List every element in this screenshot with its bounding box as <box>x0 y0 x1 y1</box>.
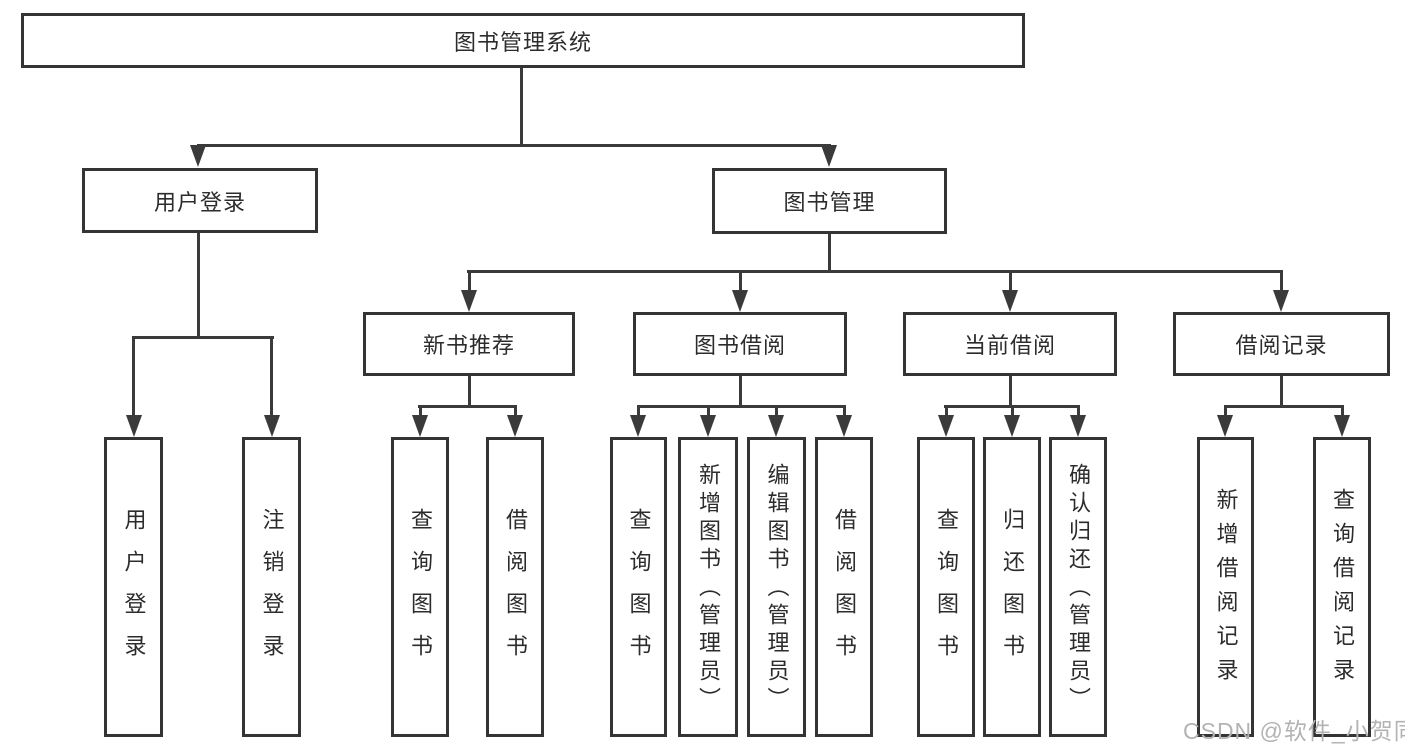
node-user-login: 用户登录 <box>82 168 318 233</box>
arrowhead-down-icon <box>1070 415 1086 437</box>
leaf-query-borrow-record: 查询借阅记录 <box>1313 437 1371 737</box>
connector-line <box>418 405 517 408</box>
leaf-confirm-return-admin-label: 确认归还（管理员） <box>1066 462 1091 715</box>
arrowhead-down-icon <box>821 145 837 167</box>
node-new-book-recommendation: 新书推荐 <box>363 312 575 376</box>
connector-line <box>1009 376 1012 408</box>
leaf-add-borrow-record: 新增借阅记录 <box>1197 437 1254 737</box>
arrowhead-down-icon <box>190 145 206 167</box>
leaf-borrow-books: 借阅图书 <box>815 437 873 737</box>
node-new-book-recommendation-label: 新书推荐 <box>422 333 515 358</box>
connector-line <box>1224 405 1227 416</box>
connector-line <box>1077 405 1080 416</box>
connector-line <box>514 405 517 416</box>
arrowhead-down-icon <box>461 290 477 312</box>
leaf-edit-book-admin: 编辑图书（管理员） <box>747 437 806 737</box>
connector-line <box>197 144 831 147</box>
leaf-add-book-admin: 新增图书（管理员） <box>678 437 738 737</box>
connector-line <box>1280 270 1283 293</box>
leaf-query-books-recommend: 查询图书 <box>391 437 449 737</box>
node-book-borrowing-label: 图书借阅 <box>693 333 786 358</box>
connector-line <box>739 270 742 293</box>
leaf-borrow-books-recommend: 借阅图书 <box>486 437 544 737</box>
arrowhead-down-icon <box>768 415 784 437</box>
leaf-query-books-borrowing-label: 查询图书 <box>626 508 652 676</box>
connector-line <box>775 405 778 416</box>
node-book-management-label: 图书管理 <box>783 190 876 215</box>
leaf-query-books-borrowing: 查询图书 <box>610 437 667 737</box>
connector-line <box>468 270 471 293</box>
connector-line <box>945 405 948 416</box>
node-current-borrowing-label: 当前借阅 <box>963 333 1056 358</box>
arrowhead-down-icon <box>732 290 748 312</box>
leaf-query-books-current: 查询图书 <box>917 437 975 737</box>
leaf-user-login-label: 用户登录 <box>121 508 147 676</box>
node-library-management-system: 图书管理系统 <box>21 13 1025 68</box>
connector-line <box>132 336 274 339</box>
node-book-management: 图书管理 <box>712 168 947 234</box>
arrowhead-down-icon <box>126 415 142 437</box>
connector-line <box>419 405 422 416</box>
connector-line <box>520 68 523 146</box>
leaf-logout: 注销登录 <box>242 437 301 737</box>
node-user-login-label: 用户登录 <box>153 189 246 215</box>
connector-line <box>637 405 846 408</box>
leaf-query-books-current-label: 查询图书 <box>934 508 959 676</box>
connector-line <box>637 405 640 416</box>
connector-line <box>1011 405 1014 416</box>
arrowhead-down-icon <box>1004 415 1020 437</box>
leaf-edit-book-admin-label: 编辑图书（管理员） <box>764 462 790 715</box>
connector-line <box>467 270 1283 273</box>
connector-line <box>270 336 273 416</box>
leaf-return-book: 归还图书 <box>983 437 1041 737</box>
arrowhead-down-icon <box>1002 290 1018 312</box>
arrowhead-down-icon <box>836 415 852 437</box>
arrowhead-down-icon <box>1334 415 1350 437</box>
leaf-return-book-label: 归还图书 <box>1000 508 1025 676</box>
node-borrowing-records-label: 借阅记录 <box>1235 333 1328 358</box>
connector-line <box>1341 405 1344 416</box>
connector-line <box>132 336 135 416</box>
node-library-management-system-label: 图书管理系统 <box>453 29 592 55</box>
arrowhead-down-icon <box>1217 415 1233 437</box>
node-borrowing-records: 借阅记录 <box>1173 312 1390 376</box>
node-current-borrowing: 当前借阅 <box>903 312 1117 376</box>
leaf-confirm-return-admin: 确认归还（管理员） <box>1049 437 1107 737</box>
arrowhead-down-icon <box>412 415 428 437</box>
leaf-borrow-books-label: 借阅图书 <box>832 508 857 676</box>
connector-line <box>1009 270 1012 293</box>
leaf-add-borrow-record-label: 新增借阅记录 <box>1213 488 1239 692</box>
leaf-user-login: 用户登录 <box>104 437 163 737</box>
leaf-borrow-books-recommend-label: 借阅图书 <box>503 508 528 676</box>
node-book-borrowing: 图书借阅 <box>633 312 847 376</box>
leaf-query-books-recommend-label: 查询图书 <box>408 508 433 676</box>
arrowhead-down-icon <box>507 415 523 437</box>
arrowhead-down-icon <box>630 415 646 437</box>
connector-line <box>468 376 471 408</box>
connector-line <box>707 405 710 416</box>
connector-line <box>739 376 742 408</box>
watermark: CSDN @软件_小贺同学 <box>1183 718 1405 744</box>
connector-line <box>843 405 846 416</box>
leaf-query-borrow-record-label: 查询借阅记录 <box>1330 488 1355 692</box>
leaf-logout-label: 注销登录 <box>259 508 285 676</box>
connector-line <box>828 234 831 273</box>
arrowhead-down-icon <box>938 415 954 437</box>
arrowhead-down-icon <box>1273 290 1289 312</box>
connector-line <box>1280 376 1283 408</box>
arrowhead-down-icon <box>700 415 716 437</box>
connector-line <box>197 233 200 339</box>
arrowhead-down-icon <box>264 415 280 437</box>
connector-line <box>1224 405 1344 408</box>
leaf-add-book-admin-label: 新增图书（管理员） <box>696 462 721 715</box>
